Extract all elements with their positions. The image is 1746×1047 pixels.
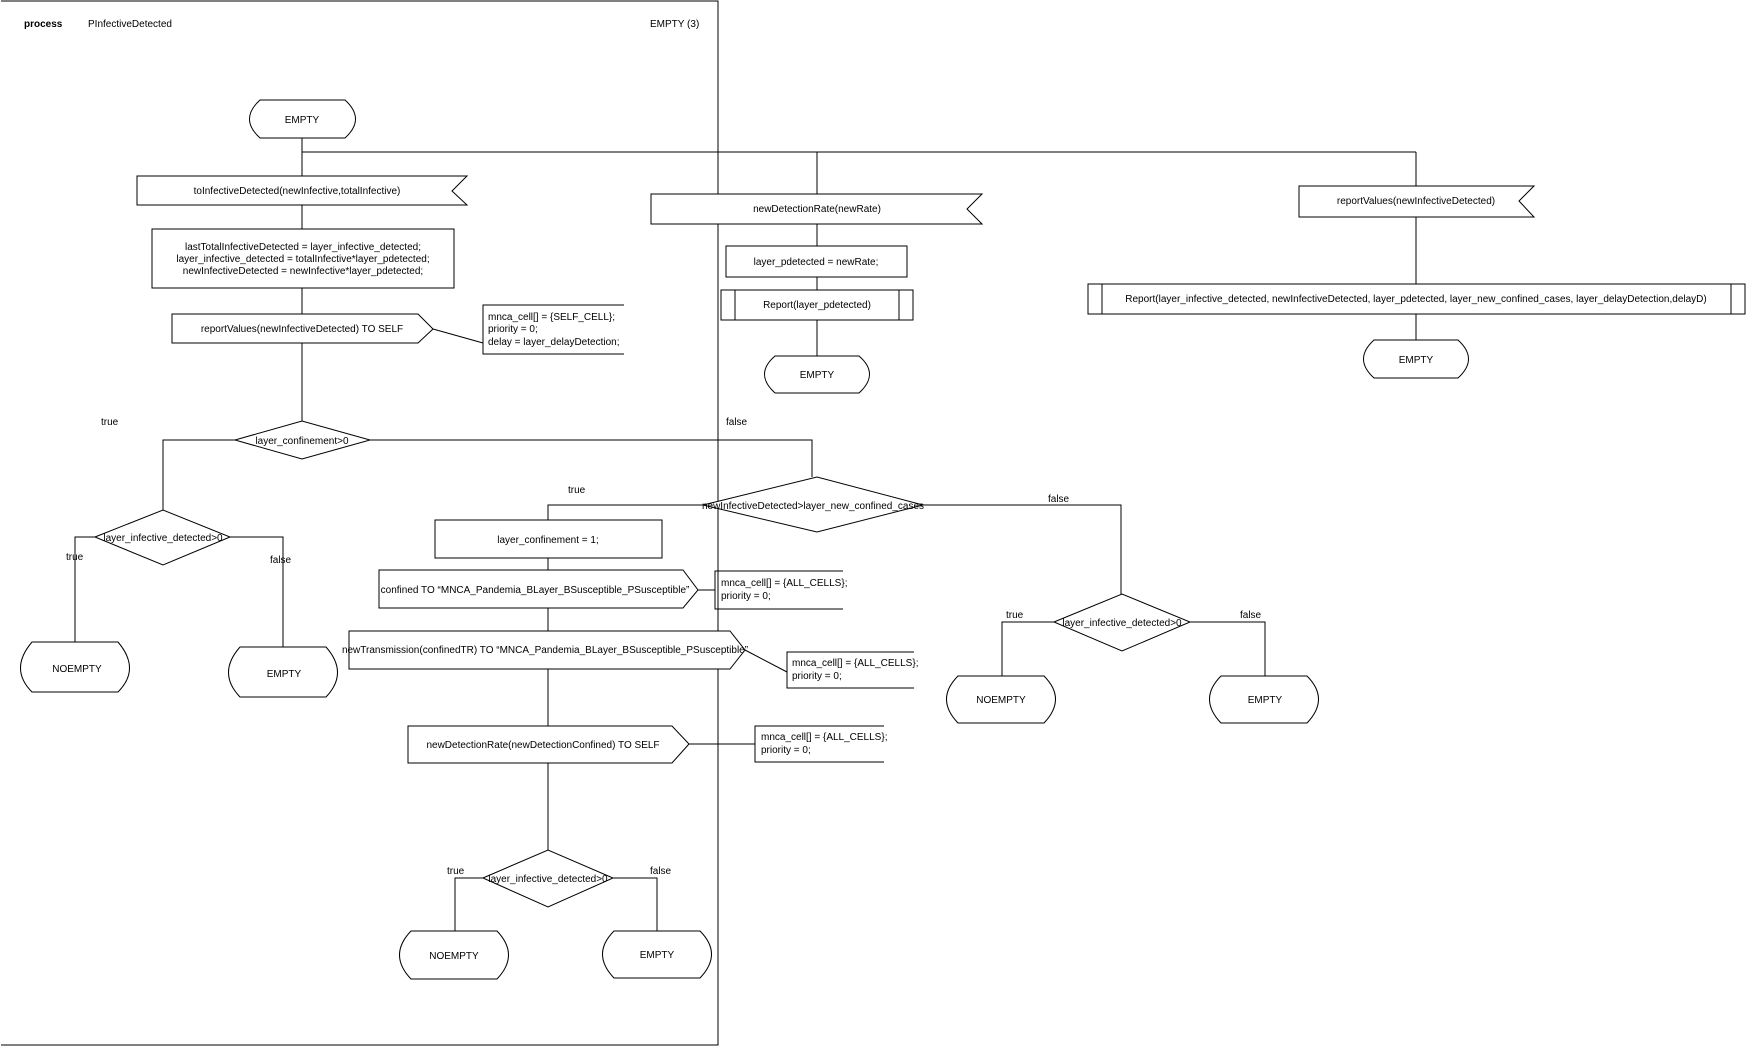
- label-true-right: true: [1006, 610, 1024, 621]
- svg-text:newInfectiveDetected>layer_new: newInfectiveDetected>layer_new_confined_…: [702, 501, 924, 512]
- state-empty-right[interactable]: EMPTY: [1209, 675, 1319, 724]
- task-set-pdetected[interactable]: layer_pdetected = newRate;: [725, 245, 908, 278]
- svg-text:priority = 0;: priority = 0;: [721, 591, 771, 602]
- svg-text:lastTotalInfectiveDetected = l: lastTotalInfectiveDetected = layer_infec…: [185, 242, 421, 253]
- state-empty-branch2[interactable]: EMPTY: [764, 355, 870, 394]
- output-new-transmission[interactable]: newTransmission(confinedTR) TO “MNCA_Pan…: [342, 630, 748, 670]
- svg-text:priority = 0;: priority = 0;: [761, 745, 811, 756]
- svg-text:NOEMPTY: NOEMPTY: [976, 695, 1026, 706]
- decision-confinement[interactable]: layer_confinement>0: [233, 420, 372, 460]
- state-noempty-right[interactable]: NOEMPTY: [946, 675, 1056, 724]
- label-false-right: false: [1240, 610, 1262, 621]
- svg-text:layer_infective_detected>0: layer_infective_detected>0: [103, 533, 223, 544]
- state-start-empty[interactable]: EMPTY: [249, 99, 356, 139]
- decision-infective-bottom[interactable]: layer_infective_detected>0: [481, 849, 615, 908]
- process-keyword: process: [24, 19, 63, 30]
- svg-text:reportValues(newInfectiveDetec: reportValues(newInfectiveDetected): [1337, 196, 1495, 207]
- svg-text:layer_infective_detected = tot: layer_infective_detected = totalInfectiv…: [176, 254, 429, 265]
- svg-text:mnca_cell[] = {SELF_CELL};: mnca_cell[] = {SELF_CELL};: [488, 312, 615, 323]
- svg-text:EMPTY: EMPTY: [267, 669, 302, 680]
- label-false-confinement: false: [726, 417, 748, 428]
- label-false-left: false: [270, 555, 292, 566]
- comment-self-cell: mnca_cell[] = {SELF_CELL}; priority = 0;…: [482, 304, 624, 355]
- state-empty-branch3[interactable]: EMPTY: [1363, 339, 1469, 379]
- label-false-new-confined: false: [1048, 494, 1070, 505]
- svg-text:priority = 0;: priority = 0;: [792, 671, 842, 682]
- branch-labels: true false true false true false true fa…: [66, 417, 1262, 877]
- svg-text:newDetectionRate(newRate): newDetectionRate(newRate): [753, 204, 881, 215]
- label-true-new-confined: true: [568, 485, 586, 496]
- svg-text:layer_pdetected = newRate;: layer_pdetected = newRate;: [754, 257, 879, 268]
- flow-connectors: [74, 138, 1417, 933]
- procedure-report-pdetected[interactable]: Report(layer_pdetected): [720, 289, 914, 321]
- task-set-confinement[interactable]: layer_confinement = 1;: [434, 519, 663, 559]
- svg-text:mnca_cell[] = {ALL_CELLS};: mnca_cell[] = {ALL_CELLS};: [721, 578, 847, 589]
- svg-text:confined TO “MNCA_Pandemia_BLa: confined TO “MNCA_Pandemia_BLayer_BSusce…: [381, 585, 690, 596]
- svg-text:Report(layer_pdetected): Report(layer_pdetected): [763, 300, 871, 311]
- procedure-report-all[interactable]: Report(layer_infective_detected, newInfe…: [1087, 283, 1746, 315]
- output-confined[interactable]: confined TO “MNCA_Pandemia_BLayer_BSusce…: [378, 569, 699, 609]
- svg-text:EMPTY: EMPTY: [285, 115, 320, 126]
- svg-text:EMPTY: EMPTY: [640, 950, 675, 961]
- input-to-infective-detected[interactable]: toInfectiveDetected(newInfective,totalIn…: [136, 175, 469, 206]
- label-true-bottom: true: [447, 866, 465, 877]
- svg-text:Report(layer_infective_detecte: Report(layer_infective_detected, newInfe…: [1125, 294, 1706, 305]
- svg-text:mnca_cell[] = {ALL_CELLS};: mnca_cell[] = {ALL_CELLS};: [792, 658, 918, 669]
- state-noempty-bottom[interactable]: NOEMPTY: [399, 930, 509, 980]
- comment-all-cells-2: mnca_cell[] = {ALL_CELLS}; priority = 0;: [786, 651, 918, 689]
- svg-text:newTransmission(confinedTR) TO: newTransmission(confinedTR) TO “MNCA_Pan…: [342, 645, 748, 656]
- input-report-values[interactable]: reportValues(newInfectiveDetected): [1298, 185, 1536, 218]
- label-true-left: true: [66, 552, 84, 563]
- page-frame: [1, 0, 719, 1046]
- decision-infective-right[interactable]: layer_infective_detected>0: [1052, 593, 1192, 652]
- svg-text:reportValues(newInfectiveDetec: reportValues(newInfectiveDetected) TO SE…: [201, 324, 403, 335]
- state-empty-bottom[interactable]: EMPTY: [602, 930, 712, 979]
- svg-text:EMPTY: EMPTY: [1399, 355, 1434, 366]
- label-false-bottom: false: [650, 866, 672, 877]
- comment-all-cells-1: mnca_cell[] = {ALL_CELLS}; priority = 0;: [714, 570, 847, 610]
- svg-text:layer_infective_detected>0: layer_infective_detected>0: [488, 874, 608, 885]
- label-true-confinement: true: [101, 417, 119, 428]
- output-detection-self[interactable]: newDetectionRate(newDetectionConfined) T…: [407, 725, 690, 764]
- svg-text:newInfectiveDetected = newInfe: newInfectiveDetected = newInfective*laye…: [183, 266, 423, 277]
- svg-text:newDetectionRate(newDetectionC: newDetectionRate(newDetectionConfined) T…: [426, 740, 659, 751]
- process-name: PInfectiveDetected: [88, 19, 172, 30]
- svg-text:layer_confinement>0: layer_confinement>0: [255, 436, 349, 447]
- comment-all-cells-3: mnca_cell[] = {ALL_CELLS}; priority = 0;: [754, 725, 887, 763]
- svg-text:mnca_cell[] = {ALL_CELLS};: mnca_cell[] = {ALL_CELLS};: [761, 732, 887, 743]
- page-label: EMPTY (3): [650, 19, 699, 30]
- svg-text:EMPTY: EMPTY: [800, 370, 835, 381]
- task-assignments[interactable]: lastTotalInfectiveDetected = layer_infec…: [151, 228, 455, 289]
- state-noempty-left[interactable]: NOEMPTY: [20, 641, 130, 693]
- svg-text:NOEMPTY: NOEMPTY: [429, 951, 479, 962]
- state-empty-left[interactable]: EMPTY: [228, 646, 338, 698]
- svg-text:priority = 0;: priority = 0;: [488, 324, 538, 335]
- svg-text:layer_confinement = 1;: layer_confinement = 1;: [497, 535, 598, 546]
- output-report-values-self[interactable]: reportValues(newInfectiveDetected) TO SE…: [171, 313, 434, 344]
- svg-text:layer_infective_detected>0: layer_infective_detected>0: [1062, 618, 1182, 629]
- decision-infective-left[interactable]: layer_infective_detected>0: [93, 509, 232, 566]
- svg-text:NOEMPTY: NOEMPTY: [52, 664, 102, 675]
- input-new-detection-rate[interactable]: newDetectionRate(newRate): [650, 193, 984, 225]
- decision-new-confined[interactable]: newInfectiveDetected>layer_new_confined_…: [702, 476, 925, 533]
- svg-text:delay = layer_delayDetection;: delay = layer_delayDetection;: [488, 337, 619, 348]
- svg-text:toInfectiveDetected(newInfecti: toInfectiveDetected(newInfective,totalIn…: [194, 186, 401, 197]
- svg-text:EMPTY: EMPTY: [1248, 695, 1283, 706]
